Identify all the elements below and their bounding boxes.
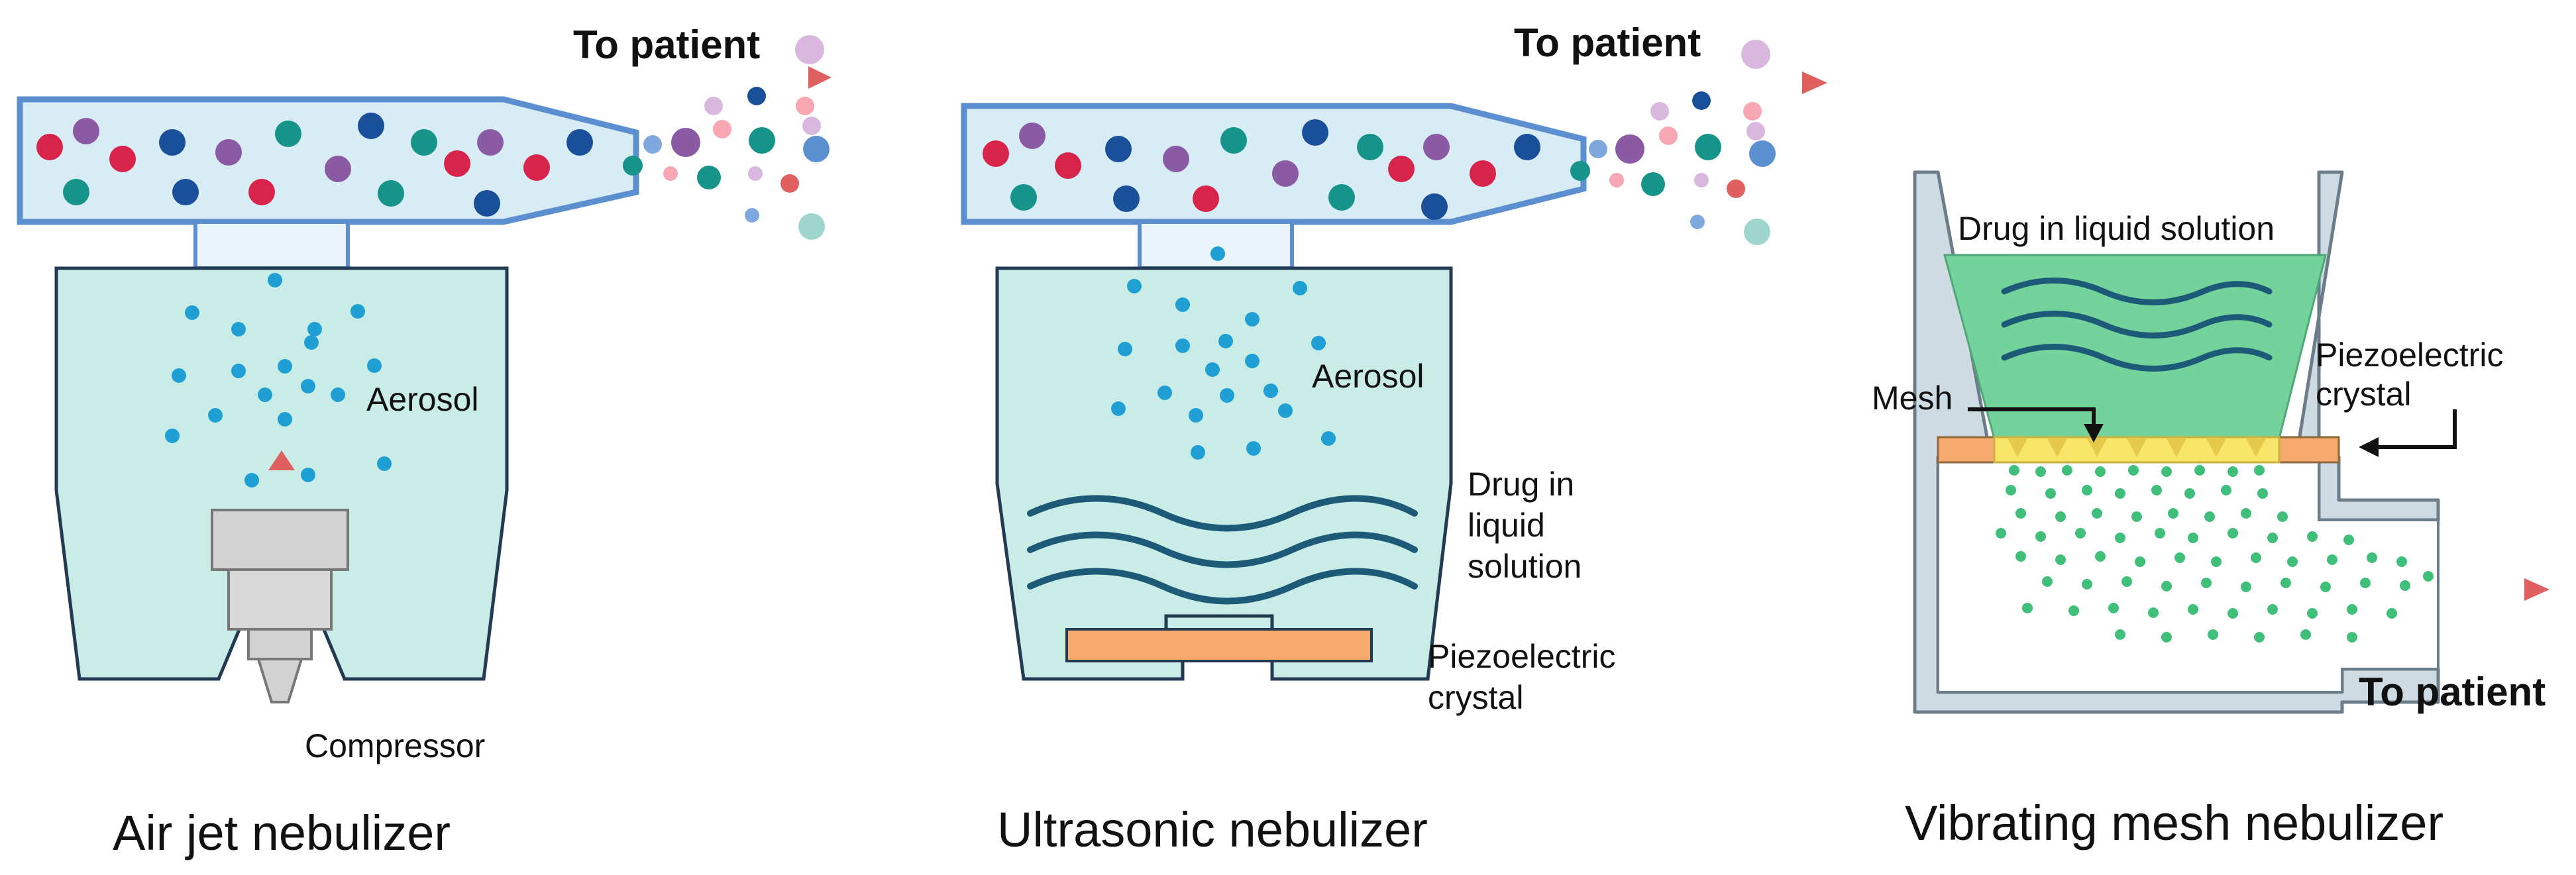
mesh-holes (2008, 438, 2266, 457)
air-jet-panel: To patient Aerosol Compressor Air jet ne… (17, 23, 832, 860)
ultrasonic-drug-label-line3: solution (1468, 548, 1582, 585)
mesh-to-patient-label: To patient (2359, 670, 2546, 714)
ultrasonic-drug-label-line2: liquid (1468, 507, 1545, 544)
ultrasonic-crystal-label-line1: Piezoelectric (1428, 638, 1615, 675)
vibrating-mesh-title: Vibrating mesh nebulizer (1905, 796, 2443, 850)
ultrasonic-exit-particles (1589, 40, 1776, 245)
ultrasonic-aerosol-dots (1111, 246, 1336, 460)
ultrasonic-crystal-label-line2: crystal (1428, 679, 1523, 716)
mesh-piezo-left (1937, 436, 1996, 464)
compressor-label: Compressor (305, 727, 485, 764)
ultrasonic-liquid-waves (1027, 495, 1418, 605)
ultrasonic-title: Ultrasonic nebulizer (997, 802, 1428, 857)
mesh-drug-label: Drug in liquid solution (1958, 210, 2275, 247)
air-jet-title: Air jet nebulizer (113, 805, 451, 860)
ultrasonic-panel: To patient Aerosol Drug in liquid soluti… (961, 21, 1827, 857)
ultrasonic-tube-particles (983, 119, 1590, 220)
ultrasonic-aerosol-label: Aerosol (1312, 358, 1424, 395)
mesh-piezo-right (2278, 436, 2340, 464)
air-jet-exit-particles (643, 35, 830, 240)
mesh-aerosol-dots (1996, 465, 2434, 643)
ultrasonic-connector (1138, 220, 1294, 270)
air-jet-aerosol-dots (165, 273, 392, 488)
mesh-label: Mesh (1872, 380, 1953, 417)
ultrasonic-drug-label-line1: Drug in (1468, 466, 1574, 503)
mesh-liquid-waves (2001, 278, 2273, 372)
ultrasonic-to-patient-label: To patient (1514, 21, 1701, 65)
air-jet-to-patient-label: To patient (573, 23, 760, 67)
mesh-plate (1993, 436, 2281, 464)
air-jet-connector (193, 220, 350, 270)
air-jet-aerosol-label: Aerosol (366, 381, 479, 418)
crystal-pointer-arrow (2375, 409, 2457, 449)
mesh-crystal-label-line2: crystal (2316, 376, 2411, 413)
mesh-crystal-label-line1: Piezoelectric (2316, 336, 2503, 374)
air-jet-tube-particles (36, 113, 643, 217)
compressor-arrow-head (268, 450, 295, 470)
ultrasonic-piezo-crystal (1065, 628, 1373, 662)
vibrating-mesh-panel: Drug in liquid solution Mesh Piezoelectr… (1872, 170, 2549, 850)
mesh-pointer-arrow (1968, 407, 2096, 427)
